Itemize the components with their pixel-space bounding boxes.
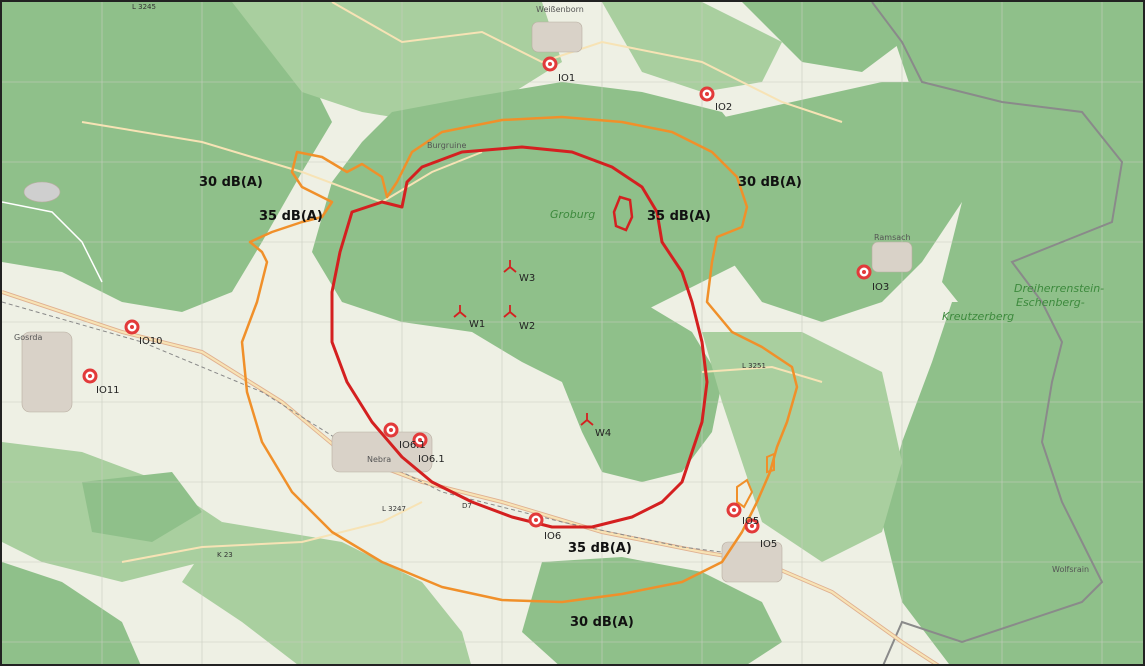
contour-35dba-island	[612, 195, 634, 232]
receiver-io5-2-icon	[726, 502, 742, 518]
receiver-label-io1: IO1	[558, 73, 575, 84]
label-ramsach: Ramsach	[874, 233, 911, 242]
turbine-w3-icon	[503, 260, 517, 273]
noise-label-30-s: 30 dB(A)	[570, 615, 634, 630]
label-dreiherren: Dreiherrenstein-	[1014, 282, 1104, 295]
receiver-label-io6: IO6	[544, 531, 561, 542]
receiver-label-io6-2: IO6.1	[399, 440, 426, 451]
road-label-l3245: L 3245	[132, 3, 156, 11]
roads	[2, 2, 940, 664]
label-burgruine: Burgruine	[427, 141, 466, 150]
turbine-symbols	[453, 260, 594, 426]
settlements	[21, 21, 913, 583]
railway	[2, 301, 763, 558]
turbine-label-w4: W4	[595, 428, 611, 439]
label-eschenberg: Eschenberg-	[1016, 296, 1085, 309]
turbine-label-w3: W3	[519, 273, 535, 284]
receiver-label-io5-2: IO5	[742, 516, 759, 527]
label-wolfsrain: Wolfsrain	[1052, 565, 1089, 574]
noise-label-30-ne: 30 dB(A)	[738, 175, 802, 190]
label-nebra: Nebra	[367, 455, 391, 464]
noise-label-35-nw: 35 dB(A)	[259, 209, 323, 224]
receiver-io5-icon	[744, 518, 760, 534]
receiver-io6-1-icon	[412, 432, 428, 448]
administrative-boundary	[871, 2, 1124, 664]
label-gosrda: Gosrda	[14, 333, 42, 342]
label-groburg: Groburg	[550, 208, 595, 221]
road-label-d7: D7	[462, 502, 472, 510]
receiver-io2-icon	[699, 86, 715, 102]
road-label-l3251: L 3251	[742, 362, 766, 370]
receiver-label-io2: IO2	[715, 102, 732, 113]
receiver-markers	[82, 56, 872, 534]
receiver-io10-icon	[124, 319, 140, 335]
noise-label-35-s: 35 dB(A)	[568, 541, 632, 556]
turbine-label-w1: W1	[469, 319, 485, 330]
receiver-label-io6-1: IO6.1	[418, 454, 445, 465]
contour-30dba-island	[736, 478, 754, 509]
receiver-label-io10: IO10	[139, 336, 163, 347]
contour-35dba	[330, 145, 709, 529]
road-label-l3247: L 3247	[382, 505, 406, 513]
receiver-label-io3: IO3	[872, 282, 889, 293]
label-weissenborn: Weißenborn	[536, 5, 584, 14]
receiver-label-io11: IO11	[96, 385, 120, 396]
receiver-label-io5: IO5	[760, 539, 777, 550]
turbine-label-w2: W2	[519, 321, 535, 332]
label-kreutzerberg: Kreutzerberg	[942, 310, 1014, 323]
receiver-io6-icon	[528, 512, 544, 528]
receiver-io3-icon	[856, 264, 872, 280]
receiver-io6-2-icon	[383, 422, 399, 438]
noise-label-35-ne: 35 dB(A)	[647, 209, 711, 224]
road-label-k23: K 23	[217, 551, 233, 559]
contour-30dba-island-2	[766, 452, 775, 474]
turbine-w1-icon	[453, 305, 467, 318]
receiver-io1-icon	[542, 56, 558, 72]
receiver-io11-icon	[82, 368, 98, 384]
turbine-w4-icon	[580, 413, 594, 426]
noise-label-30-nw: 30 dB(A)	[199, 175, 263, 190]
turbine-w2-icon	[503, 305, 517, 318]
